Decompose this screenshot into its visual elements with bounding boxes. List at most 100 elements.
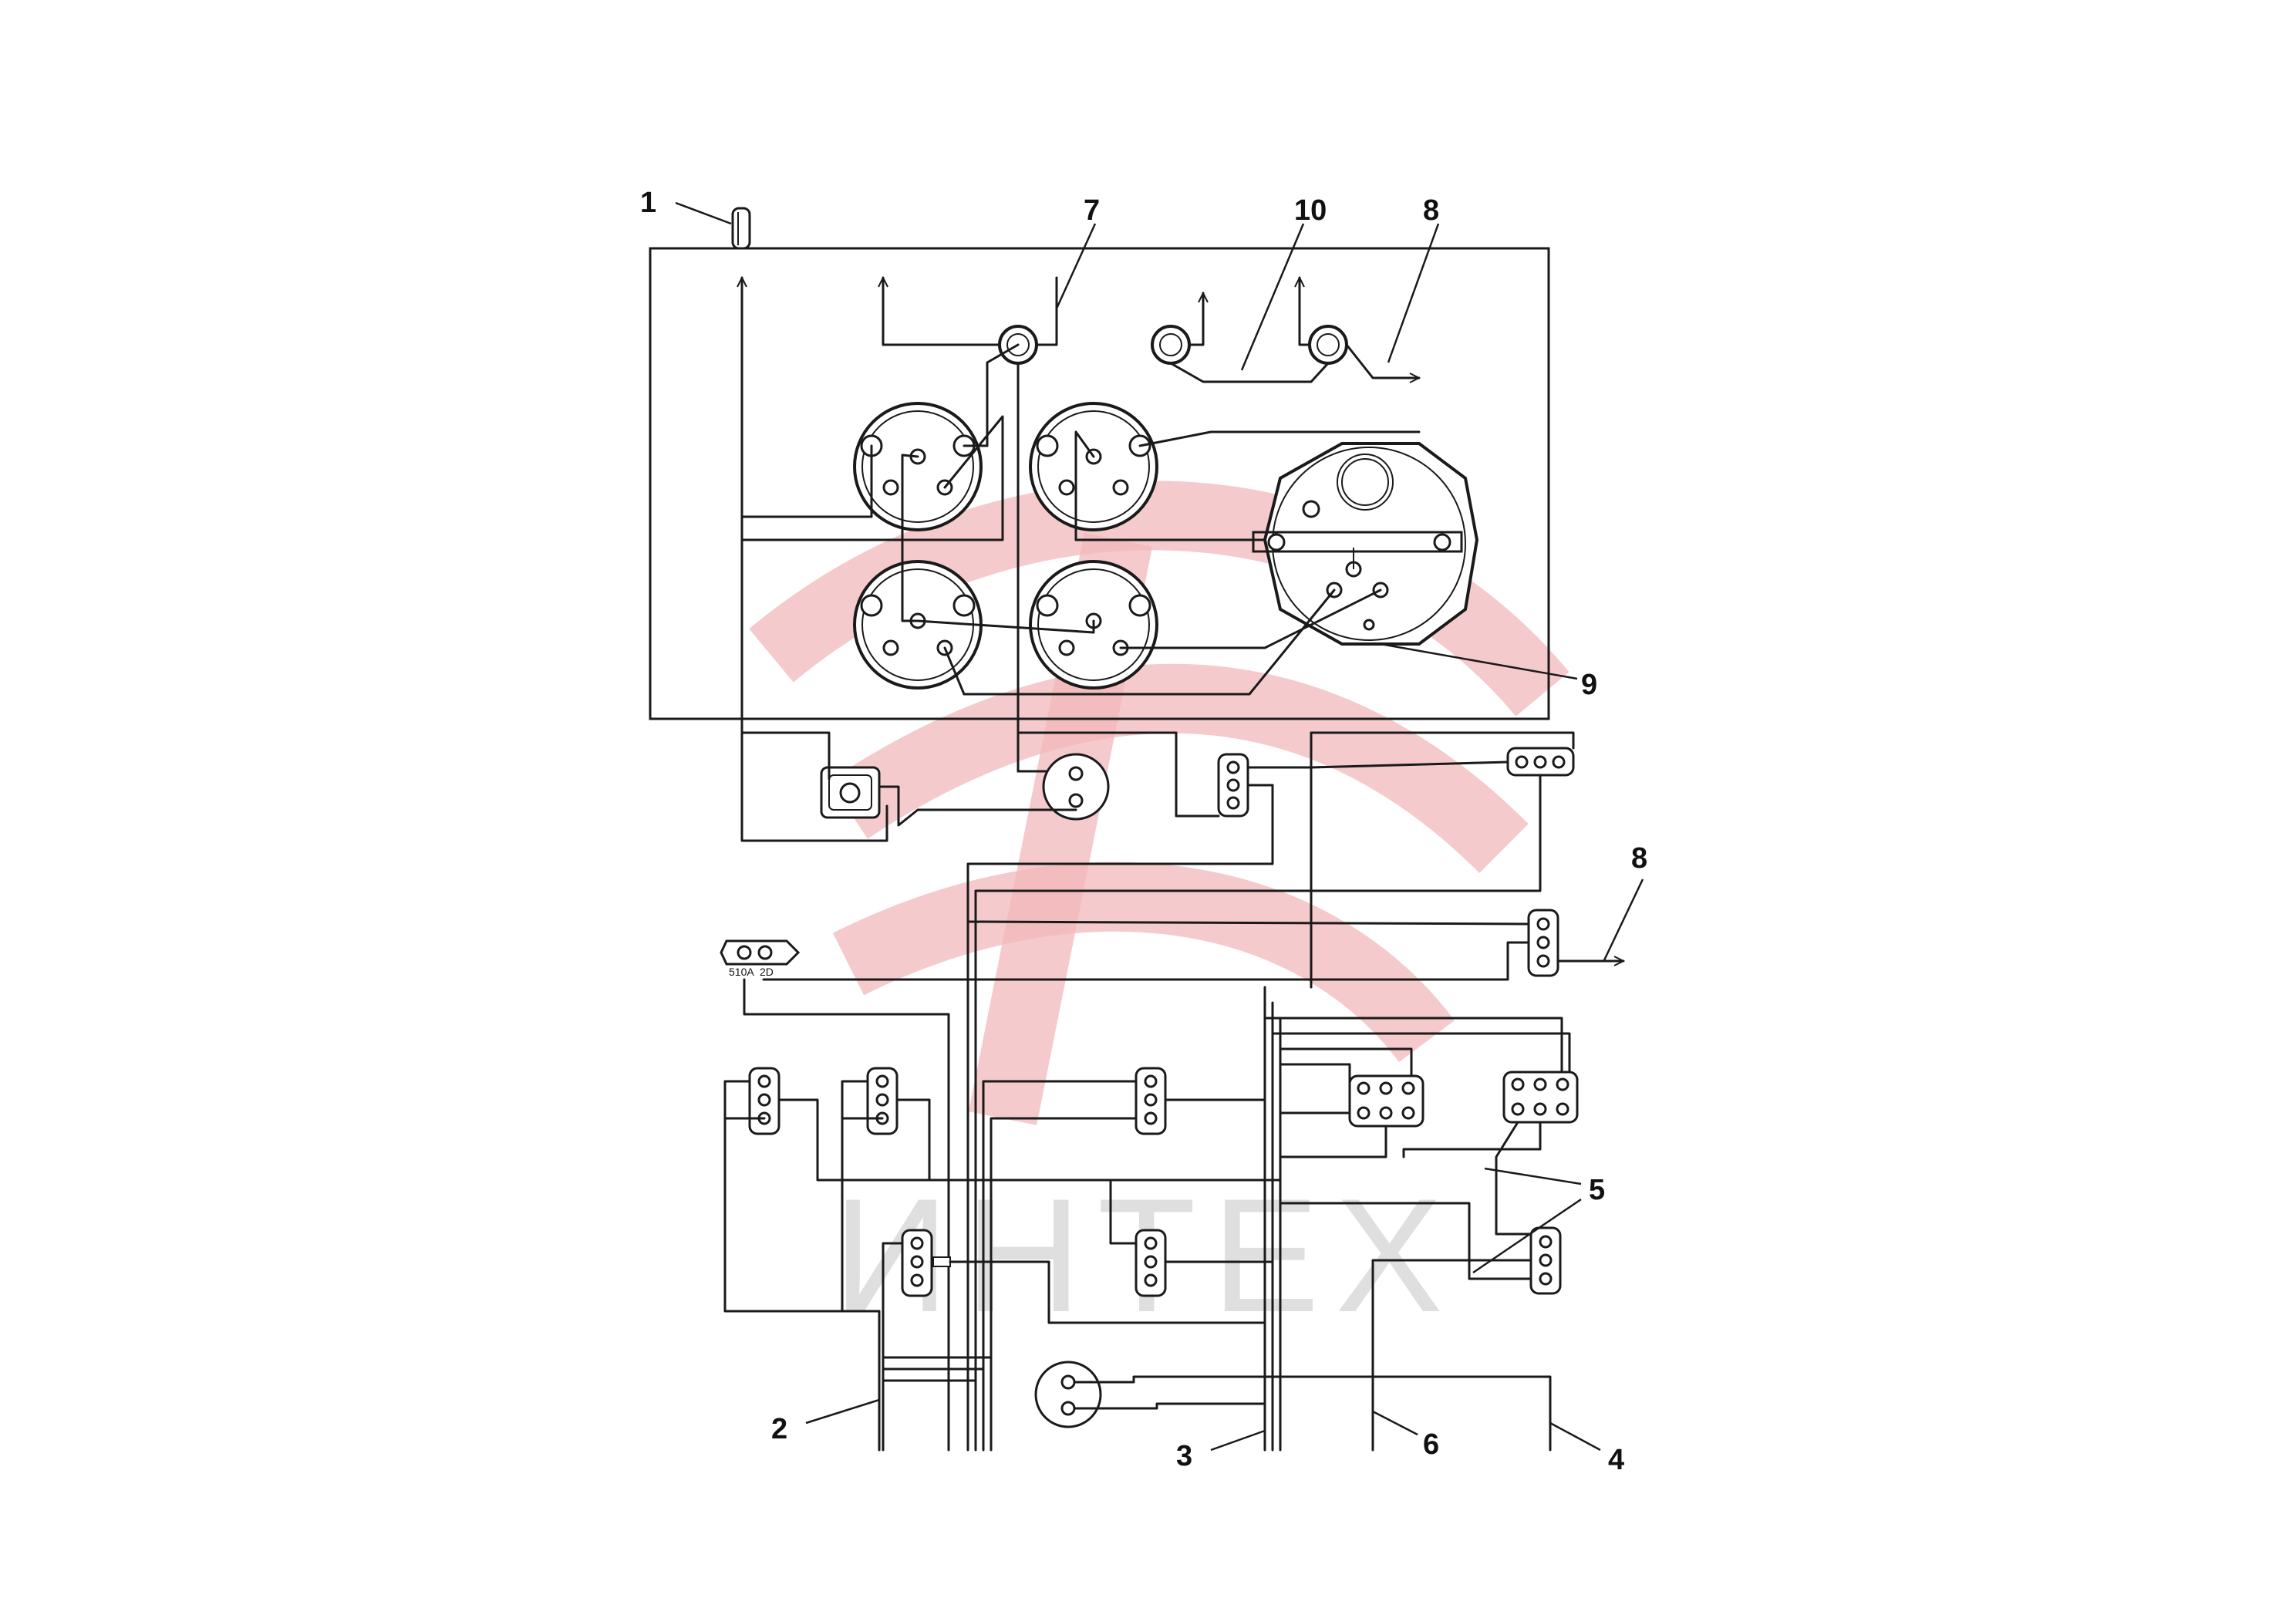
- callout-9: 9: [1581, 669, 1597, 701]
- callout-3: 3: [1176, 1440, 1192, 1472]
- connector-3pin-lower-right: [1529, 1226, 1562, 1295]
- callout-8-right: 8: [1631, 842, 1647, 875]
- wire-harness-2: [878, 785, 1077, 827]
- connector-6pin-center: [1348, 1074, 1424, 1128]
- connector-3pin-mid-lower: [1135, 1229, 1167, 1297]
- connector-label-510a: 510A: [729, 966, 754, 978]
- wire-gauge-bottom-out: [943, 588, 1336, 696]
- connector-3pin-upper: [1217, 753, 1249, 818]
- wire-gauge-bottom-link: [916, 619, 1095, 634]
- connector-3pin-fuse: [901, 1229, 951, 1297]
- watermark-logo-arc-3: [832, 862, 1455, 1063]
- leader-10: [1240, 223, 1305, 371]
- callout-1: 1: [640, 187, 656, 219]
- leader-8a: [1387, 223, 1440, 363]
- wire-lamp-center: [1188, 292, 1205, 346]
- wire-harness-7: [974, 774, 1542, 1452]
- callout-8-top: 8: [1423, 194, 1439, 227]
- connector-round-upper: [1042, 753, 1110, 821]
- gauge-top-left: [853, 402, 983, 531]
- wire-right-6pin-loop: [1495, 1121, 1532, 1236]
- leader-4: [1549, 1421, 1601, 1452]
- wire-lower-right-2: [1371, 1259, 1532, 1452]
- indicator-lamp-center: [1151, 325, 1191, 365]
- wire-gauge-right-connect: [1074, 430, 1266, 541]
- wire-lower-2: [841, 1080, 869, 1313]
- wire-lower-3: [982, 1080, 1138, 1452]
- wire-harness-4: [966, 784, 1274, 1452]
- leader-8b: [1603, 878, 1644, 961]
- callout-10: 10: [1294, 194, 1327, 227]
- indicator-lamp-right: [1308, 325, 1348, 365]
- leader-5a: [1484, 1167, 1582, 1185]
- wire-harness-1: [740, 731, 831, 781]
- watermark-logo-arc-2: [829, 663, 1529, 873]
- switch-rotary: [820, 766, 881, 819]
- wire-center-6pin-1: [1279, 1047, 1413, 1077]
- wire-fuse-arrow: [737, 277, 747, 288]
- callout-7: 7: [1084, 194, 1100, 227]
- wire-lamp-right-out: [1345, 343, 1421, 379]
- wire-lower-right-1: [1279, 1202, 1532, 1280]
- callout-5: 5: [1589, 1174, 1605, 1206]
- large-gauge: [1252, 442, 1479, 646]
- wire-right-mid-2: [762, 941, 1530, 981]
- leader-3: [1210, 1429, 1266, 1452]
- wire-lamp-chain: [1169, 362, 1330, 383]
- wire-lamp-left: [882, 276, 1001, 346]
- wire-lamp-center-arrow: [1198, 292, 1209, 303]
- callout-2: 2: [771, 1413, 787, 1445]
- wire-mid-lower-2: [1109, 1179, 1138, 1245]
- connector-6pin-right: [1502, 1071, 1579, 1124]
- leader-9: [1380, 642, 1578, 680]
- wire-right-6pin-link: [1402, 1121, 1542, 1158]
- wire-right-mid-top: [966, 920, 1530, 926]
- wire-gauge-mid-link: [901, 454, 919, 622]
- dashboard-panel: [649, 247, 1550, 720]
- wire-gauge-row-1: [740, 444, 873, 518]
- gauge-top-right: [1029, 402, 1158, 531]
- connector-round-lower: [1034, 1361, 1102, 1428]
- connector-2pin-left: 510A 2D: [720, 939, 801, 978]
- leader-1: [675, 201, 732, 225]
- wire-harness-6: [1310, 760, 1509, 769]
- leader-7: [1055, 223, 1097, 309]
- wire-lamp-right-arrow: [1294, 277, 1305, 288]
- wire-gauge-top-connect: [963, 343, 1020, 447]
- wire-center-6pin-2: [1279, 1063, 1351, 1090]
- wire-right-mid-arrowhead: [1613, 956, 1624, 966]
- leader-2: [805, 1398, 880, 1425]
- fuse-part-1: [731, 207, 751, 250]
- connector-3pin-right-mid: [1527, 909, 1559, 977]
- wire-center-6pin-top-2: [1271, 1032, 1571, 1074]
- wire-fuse-down: [740, 276, 888, 842]
- leader-5b: [1472, 1198, 1582, 1274]
- wire-lower-3c: [990, 1117, 1138, 1452]
- wire-left-connector: [743, 978, 950, 1452]
- connector-3pin-lower-2: [866, 1067, 899, 1135]
- callout-4: 4: [1608, 1444, 1624, 1476]
- connector-3pin-lower-1: [748, 1067, 781, 1135]
- wire-round-lower-2: [1073, 1402, 1266, 1410]
- wire-center-6pin-4: [1279, 1125, 1387, 1158]
- wire-fuse-conn: [949, 1260, 1266, 1324]
- wire-gauge-row-2: [740, 415, 1004, 541]
- callout-6: 6: [1423, 1428, 1439, 1461]
- connector-label-2d: 2D: [760, 966, 774, 978]
- wire-lower-1: [723, 1080, 881, 1313]
- wire-lower-1c: [777, 1098, 1282, 1182]
- wire-large-gauge-top: [1138, 430, 1421, 447]
- wire-lamp-left-arrow: [878, 277, 888, 288]
- wire-harness-3: [1017, 731, 1220, 818]
- wire-large-gauge-side: [1119, 588, 1382, 649]
- wire-lamp-left-out: [1035, 276, 1058, 346]
- wire-round-lower: [1073, 1375, 1552, 1452]
- wire-lamp-right-arrow-out: [1409, 373, 1420, 383]
- wire-lower-2c: [895, 1098, 931, 1182]
- leader-6: [1372, 1410, 1418, 1436]
- connector-3pin-right-top: [1506, 747, 1575, 777]
- wire-lamp-right: [1298, 276, 1311, 346]
- connector-3pin-lower-3: [1135, 1067, 1167, 1135]
- wire-center-6pin-top: [1263, 1017, 1563, 1074]
